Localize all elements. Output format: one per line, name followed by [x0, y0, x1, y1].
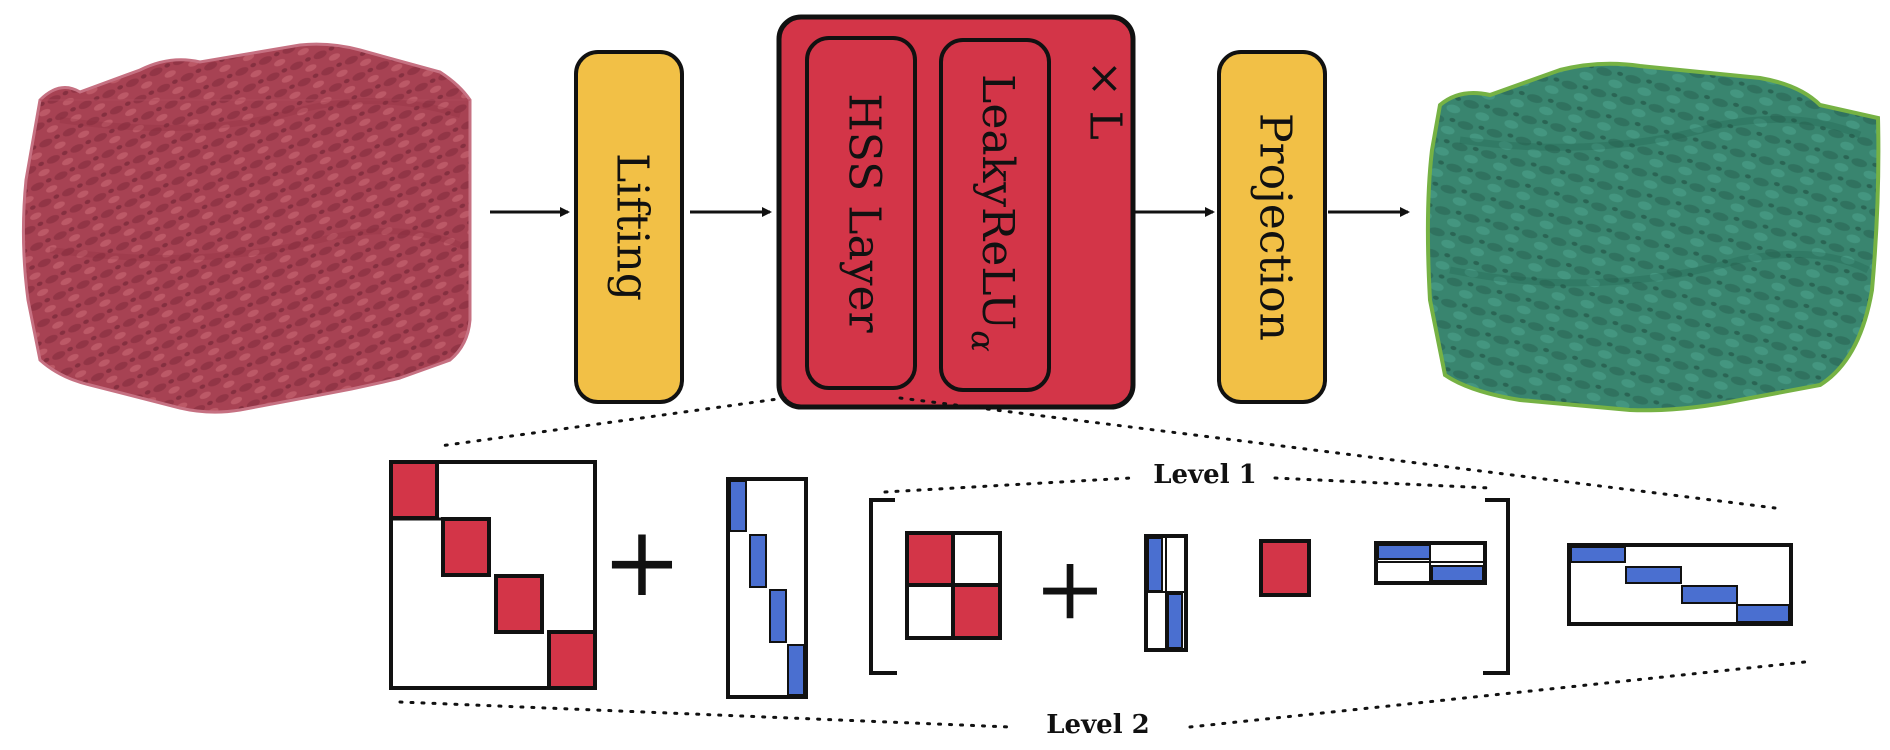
hss-layer-block: [805, 36, 917, 390]
bracket-left: [869, 498, 897, 675]
level1-row-basis: [1374, 541, 1487, 585]
zoom-line-right-bottom: [1188, 660, 1807, 729]
activation-block: [939, 38, 1051, 392]
row-basis-matrix: [1567, 543, 1793, 626]
projection-label: Projection: [1250, 113, 1301, 341]
hss-repeat-block: HSS Layer LeakyReLUα × L: [776, 14, 1136, 410]
level1-column-basis: [1144, 534, 1188, 652]
plus-sign-1: +: [602, 506, 682, 618]
input-volume: [21, 42, 472, 414]
activation-label: LeakyReLUα: [965, 74, 1024, 352]
plus-sign-2: +: [1034, 539, 1106, 639]
zoom-line-left-bottom: [398, 700, 1012, 729]
level1-matrix: [905, 531, 1002, 640]
block-diagonal-matrix: [389, 460, 597, 690]
level1-line-left: [883, 476, 1132, 494]
bracket-right: [1483, 498, 1510, 675]
output-volume: [1425, 61, 1881, 413]
projection-block: Projection: [1217, 50, 1327, 404]
lifting-label: Lifting: [607, 153, 658, 301]
lifting-block: Lifting: [574, 50, 684, 404]
level2-label: Level 2: [1046, 710, 1150, 740]
column-basis-matrix: [726, 477, 808, 699]
hss-layer-label: HSS Layer: [839, 93, 890, 333]
zoom-line-right-top: [898, 396, 1777, 510]
level1-line-right: [1273, 476, 1492, 490]
zoom-line-left-top: [438, 396, 787, 448]
repeat-label: × L: [1080, 60, 1131, 140]
coupling-block: [1259, 539, 1311, 597]
level1-label: Level 1: [1153, 460, 1257, 490]
